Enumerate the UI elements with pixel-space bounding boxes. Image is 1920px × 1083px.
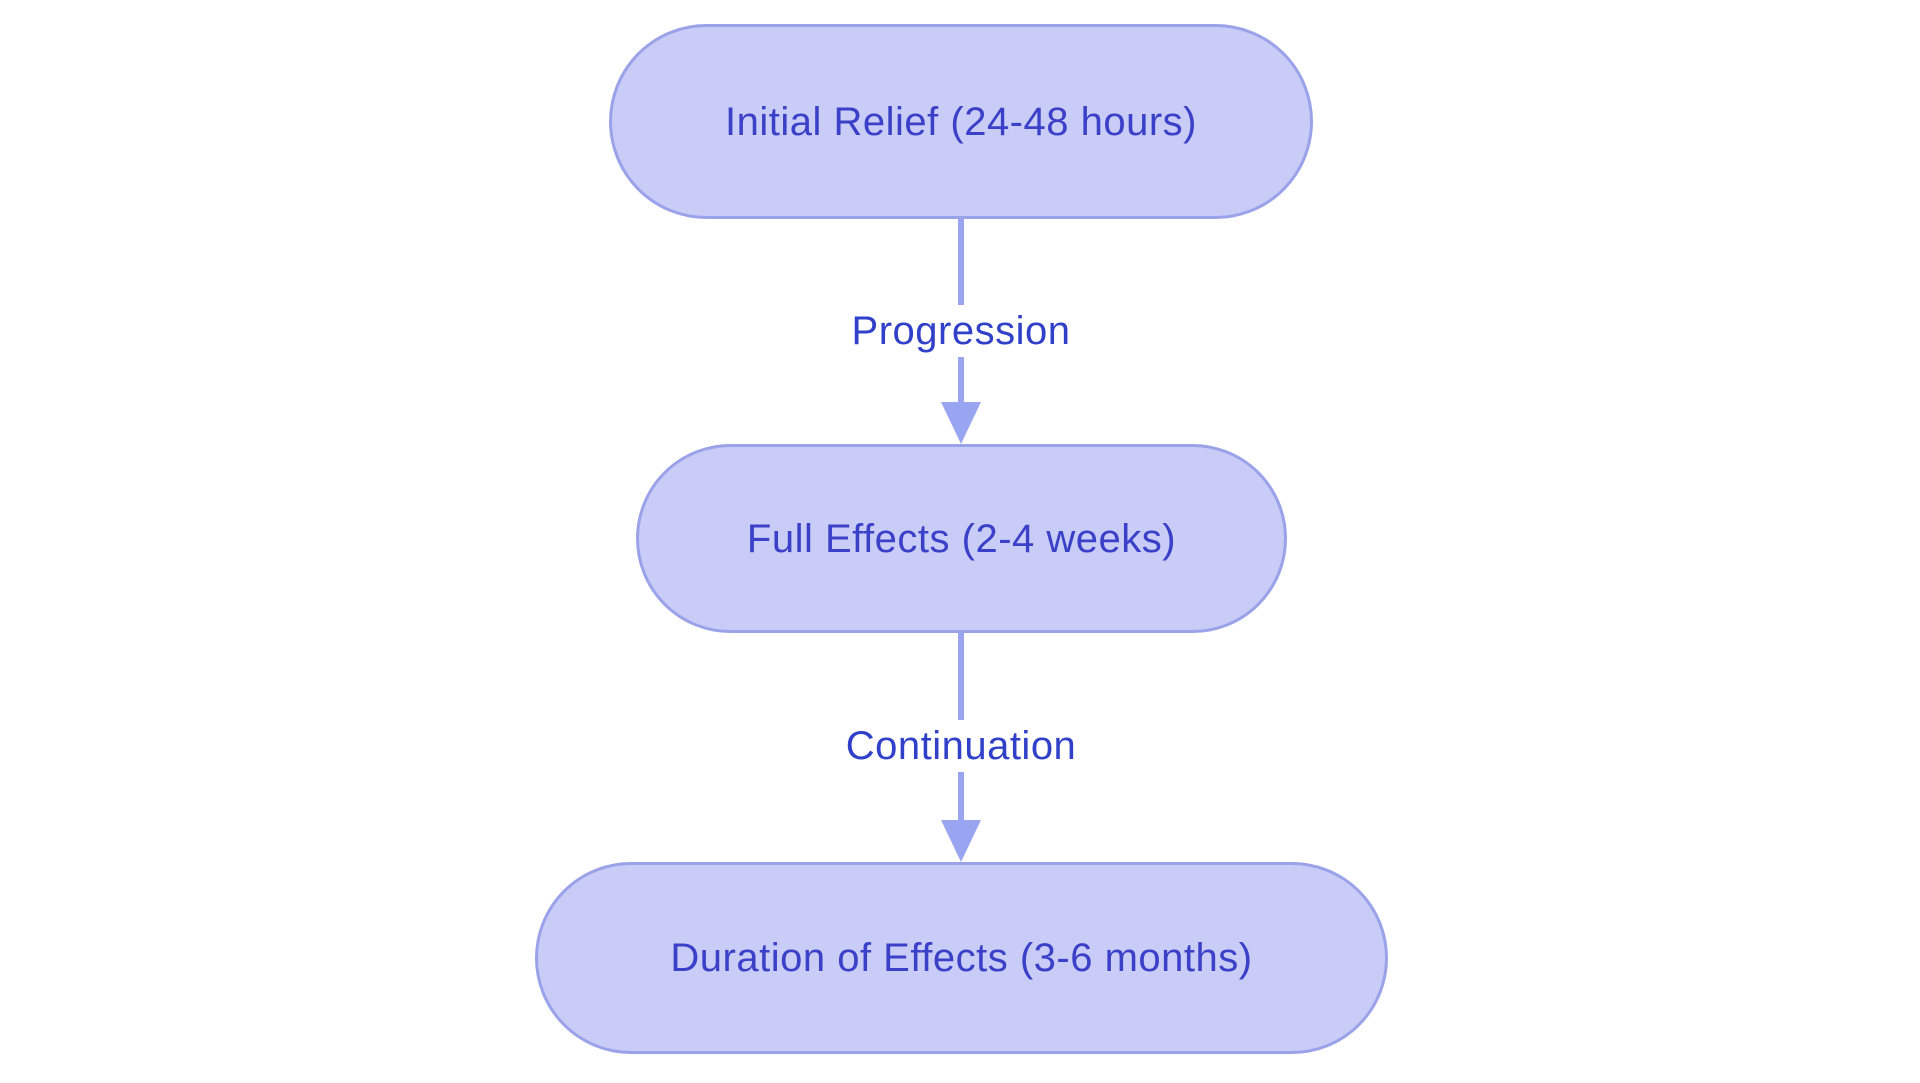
node-initial-relief: Initial Relief (24-48 hours) bbox=[609, 24, 1313, 219]
node-duration-of-effects-label: Duration of Effects (3-6 months) bbox=[670, 936, 1253, 980]
arrowhead-down-icon bbox=[941, 402, 981, 444]
edge-label-progression: Progression bbox=[841, 305, 1081, 357]
edge-label-continuation: Continuation bbox=[835, 720, 1087, 772]
node-initial-relief-label: Initial Relief (24-48 hours) bbox=[725, 99, 1197, 144]
node-full-effects: Full Effects (2-4 weeks) bbox=[636, 444, 1287, 633]
node-full-effects-label: Full Effects (2-4 weeks) bbox=[746, 516, 1177, 561]
arrowhead-down-icon bbox=[941, 820, 981, 862]
node-duration-of-effects: Duration of Effects (3-6 months) bbox=[535, 862, 1388, 1054]
